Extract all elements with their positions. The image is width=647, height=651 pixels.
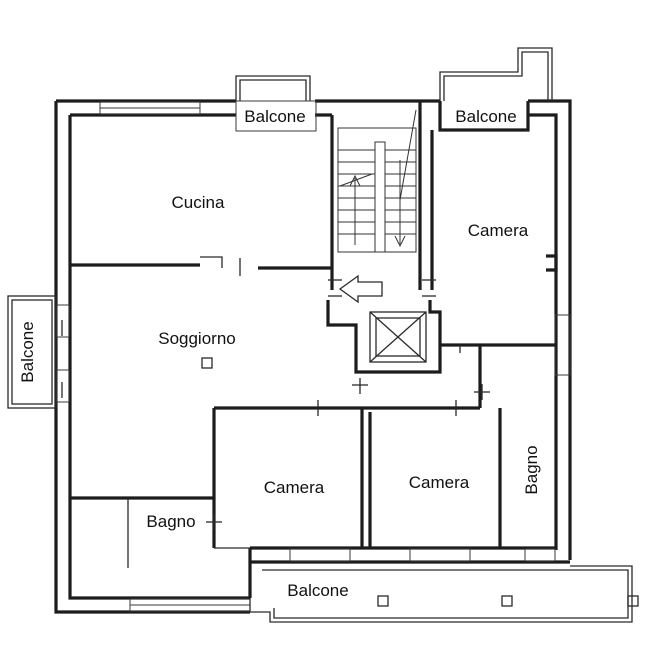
balcony-bottom-label: Balcone bbox=[287, 581, 348, 600]
room-label-bagno-left: Bagno bbox=[146, 512, 195, 531]
balcony-top-left: Balcone bbox=[235, 75, 317, 132]
room-label-camera-top-right: Camera bbox=[468, 221, 529, 240]
windows bbox=[56, 101, 571, 612]
door-marks bbox=[61, 258, 490, 530]
outer-walls bbox=[54, 99, 572, 614]
room-label-bagno-right: Bagno bbox=[522, 445, 541, 494]
room-labels: Cucina Camera Soggiorno Camera Camera Ba… bbox=[146, 193, 541, 531]
balcony-bottom: Balcone bbox=[249, 562, 639, 623]
room-label-camera-mid-right: Camera bbox=[409, 473, 470, 492]
balcony-left-label: Balcone bbox=[18, 321, 37, 382]
balcony-top-left-label: Balcone bbox=[244, 107, 305, 126]
interior-walls bbox=[70, 101, 558, 598]
staircase bbox=[337, 109, 417, 253]
entrance-arrow-icon bbox=[338, 274, 383, 304]
balcony-top-right-label: Balcone bbox=[455, 107, 516, 126]
room-label-camera-mid-left: Camera bbox=[264, 478, 325, 497]
room-label-cucina: Cucina bbox=[172, 193, 225, 212]
room-label-soggiorno: Soggiorno bbox=[158, 329, 236, 348]
column-marker-icon bbox=[201, 357, 213, 369]
balcony-top-right: Balcone bbox=[438, 47, 553, 132]
balcony-left: Balcone bbox=[7, 295, 57, 409]
